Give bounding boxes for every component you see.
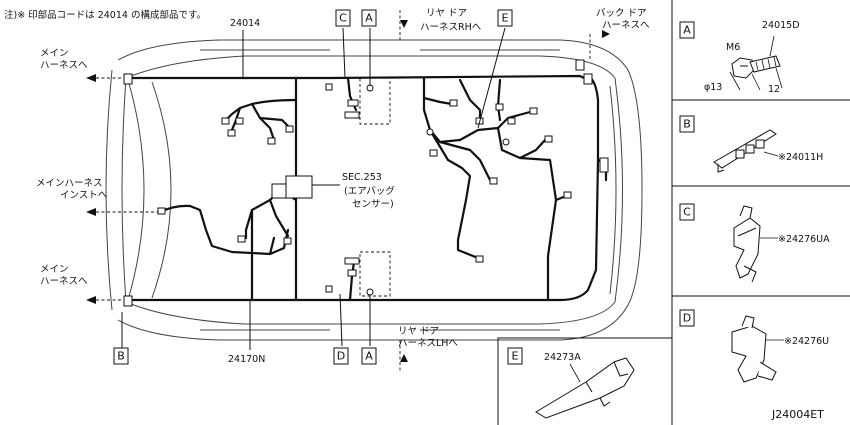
bolt-diameter: φ13: [704, 82, 722, 93]
dest-main-harness-front-1: メイン: [40, 48, 69, 59]
label-clip-b: ※24011H: [778, 152, 823, 163]
callout-box-c-top: [335, 9, 351, 27]
callout-a-bottom: A: [365, 350, 373, 363]
detail-a-letter: A: [683, 24, 691, 37]
bracket-d-icon: [731, 315, 784, 383]
leader-lines: [86, 10, 610, 372]
label-bracket-d: ※24276U: [784, 336, 829, 347]
dest-main-harness-lower-2: ハーネスへ: [40, 276, 88, 287]
callout-c-top: C: [339, 12, 347, 25]
callout-d-bottom: D: [337, 350, 345, 363]
detail-d-bracket: D ※24276U: [679, 309, 829, 383]
dest-back-door-2: ハーネスへ: [602, 20, 650, 31]
callout-a-top: A: [365, 12, 373, 25]
dest-rear-door-rh-1: リヤ ドア: [426, 8, 467, 19]
dest-main-harness-front-2: ハーネスへ: [40, 60, 88, 71]
callout-b-bottom: B: [117, 350, 125, 363]
airbag-sensor-connector: [285, 175, 313, 199]
detail-e-letter: E: [512, 350, 519, 363]
dest-rear-door-rh-2: ハーネスRHへ: [420, 22, 482, 33]
bolt-size: M6: [726, 42, 740, 53]
parts-note: 注)※ 印部品コードは 24014 の構成部品です。: [4, 9, 206, 21]
connectors: [123, 59, 609, 307]
detail-e-protector: E 24273A: [507, 347, 635, 419]
label-floor-harness: 24170N: [228, 354, 265, 365]
callout-box-b-bottom: [113, 347, 129, 365]
label-main-harness: 24014: [230, 18, 260, 29]
label-bracket-c: ※24276UA: [778, 234, 830, 245]
callout-box-e-top: [497, 9, 513, 27]
protector-icon: [535, 357, 635, 419]
detail-a-bolt: A 24015D M6 φ13 12: [679, 20, 800, 95]
dest-back-door-1: バック ドア: [596, 8, 647, 19]
dest-main-inst-1: メインハーネス: [36, 178, 103, 189]
callout-box-a-top: [361, 9, 377, 27]
dest-main-inst-2: インストへ: [60, 190, 108, 201]
diagram-code: J24004ET: [771, 408, 824, 421]
clip-icon: [713, 129, 779, 173]
sec-desc-2: センサー): [352, 199, 394, 210]
sec-desc: (エアバッグ: [344, 185, 395, 197]
label-bolt: 24015D: [762, 20, 800, 31]
detail-d-letter: D: [683, 312, 691, 325]
callout-box-d-bottom: [333, 347, 349, 365]
detail-b-clip: B ※24011H: [679, 115, 823, 173]
bracket-icon: [733, 205, 778, 283]
sec-ref: SEC.253: [342, 172, 382, 183]
callout-box-a-bottom: [361, 347, 377, 365]
detail-c-bracket: C ※24276UA: [679, 203, 830, 283]
dest-rear-door-lh-2: ハーネスLHへ: [398, 338, 458, 349]
detail-panels-frame: [497, 0, 850, 425]
dest-rear-door-lh-1: リヤ ドア: [398, 326, 439, 337]
bolt-length: 12: [768, 84, 780, 95]
detail-b-letter: B: [683, 118, 691, 131]
bolt-icon: [729, 35, 783, 91]
dest-main-harness-lower-1: メイン: [40, 264, 69, 275]
label-protector-e: 24273A: [544, 352, 581, 363]
callout-e-top: E: [502, 12, 509, 25]
detail-c-letter: C: [683, 206, 691, 219]
